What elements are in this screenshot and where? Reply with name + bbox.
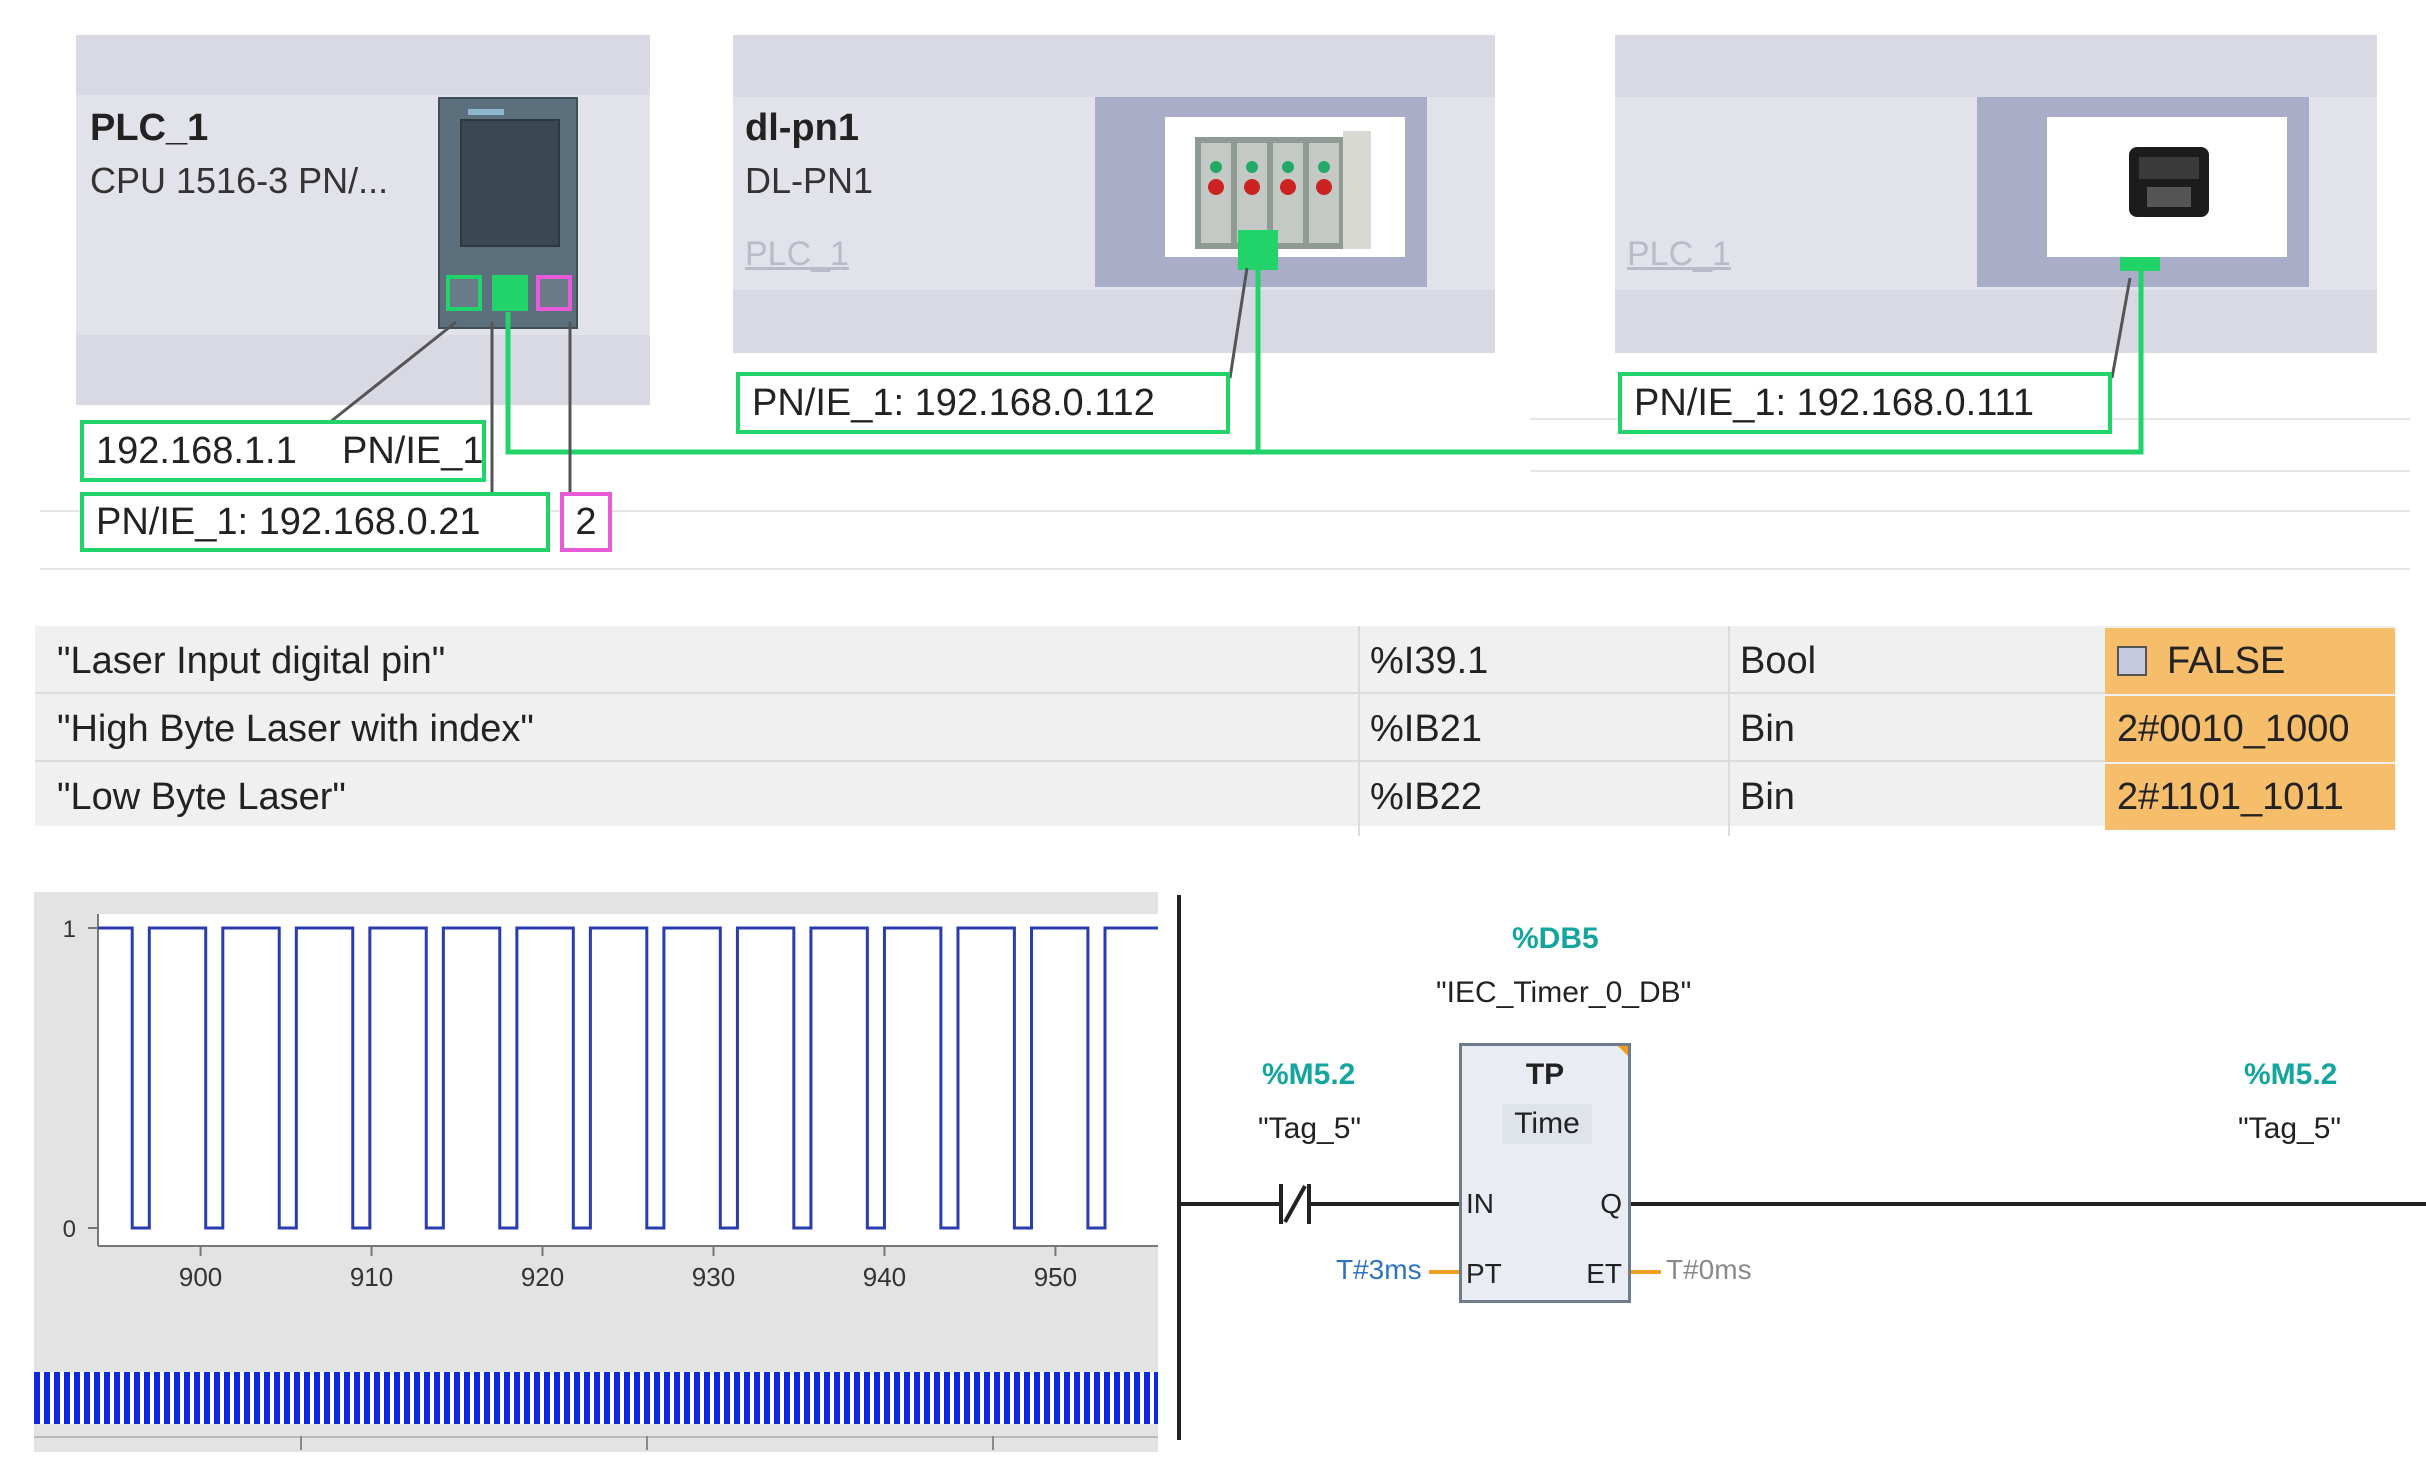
tag-address: %I39.1: [1370, 640, 1489, 682]
tag-address: %IB21: [1370, 708, 1482, 750]
device-type: CPU 1516-3 PN/...: [90, 160, 389, 201]
device-card-dlpn1[interactable]: dl-pn1 DL-PN1 PLC_1: [733, 35, 1495, 353]
pin-pt: PT: [1466, 1258, 1502, 1289]
device3-ip-label[interactable]: PN/IE_1: 192.168.0.111: [1618, 372, 2112, 434]
x-tick-label: 920: [521, 1262, 564, 1292]
tag-name: "Laser Input digital pin": [57, 640, 446, 682]
plc-ip-label-2[interactable]: PN/IE_1: 192.168.0.21: [80, 492, 550, 552]
table-row[interactable]: "Laser Input digital pin" %I39.1 Bool: [35, 628, 2395, 694]
coil-address: %M5.2: [2244, 1058, 2338, 1091]
dlpn1-ip-label[interactable]: PN/IE_1: 192.168.0.112: [736, 372, 1230, 434]
block-type: TP: [1525, 1058, 1565, 1091]
power-rail: [1177, 895, 1181, 1440]
pin-q: Q: [1600, 1188, 1622, 1219]
contact-nc-icon[interactable]: [1278, 1180, 1314, 1228]
tag-type: Bool: [1740, 640, 1817, 682]
tag-value[interactable]: 2#1101_1011: [2105, 764, 2395, 830]
device-owner-link[interactable]: PLC_1: [745, 235, 849, 273]
cpu-module-icon[interactable]: [438, 97, 578, 329]
pt-value[interactable]: T#3ms: [1336, 1254, 1422, 1285]
network-connections: [300, 264, 2144, 498]
plc-port3-label[interactable]: 2: [560, 492, 612, 552]
series-line: [98, 926, 1158, 1230]
sensor-image: [2047, 117, 2287, 257]
y-tick-label: 1: [63, 916, 76, 943]
plc-subnet-label[interactable]: PN/IE_1: [318, 420, 486, 482]
table-row[interactable]: "High Byte Laser with index" %IB21 Bin: [35, 696, 2395, 762]
coil-tag: "Tag_5": [2238, 1112, 2342, 1145]
coil-icon[interactable]: [2258, 1180, 2306, 1228]
tag-name: "High Byte Laser with index": [57, 708, 534, 750]
trace-chart[interactable]: 0 1 900 910 920 930 940 950: [34, 892, 1158, 1312]
checkbox-icon[interactable]: [2117, 646, 2147, 676]
db-address: %DB5: [1512, 922, 1599, 955]
x-tick-label: 950: [1034, 1262, 1077, 1292]
y-tick-label: 0: [63, 1216, 76, 1243]
pin-et: ET: [1586, 1258, 1622, 1289]
device-card-plc1[interactable]: PLC_1 CPU 1516-3 PN/...: [76, 35, 650, 405]
trace-overview-bar[interactable]: [34, 1372, 1158, 1424]
x-tick-label: 940: [863, 1262, 906, 1292]
tag-type: Bin: [1740, 776, 1795, 818]
contact-address: %M5.2: [1262, 1058, 1356, 1091]
tag-value[interactable]: FALSE: [2105, 628, 2395, 694]
tag-value[interactable]: 2#0010_1000: [2105, 696, 2395, 762]
device-card-3[interactable]: PLC_1: [1615, 35, 2377, 353]
port-x1-icon[interactable]: [446, 275, 482, 311]
device-type: DL-PN1: [745, 160, 874, 201]
plc-ip-label[interactable]: 192.168.1.1: [80, 420, 344, 482]
port-x2-icon[interactable]: [492, 275, 528, 311]
trace-panel: 0 1 900 910 920 930 940 950: [34, 892, 1158, 1452]
block-subtype[interactable]: Time: [1502, 1104, 1592, 1144]
tag-address: %IB22: [1370, 776, 1482, 818]
et-value: T#0ms: [1666, 1254, 1752, 1285]
db-name: "IEC_Timer_0_DB": [1436, 976, 1692, 1009]
tag-type: Bin: [1740, 708, 1795, 750]
x-tick-label: 900: [179, 1262, 222, 1292]
io-module-image: [1165, 117, 1405, 257]
table-row[interactable]: "Low Byte Laser" %IB22 Bin: [35, 764, 2395, 830]
contact-tag: "Tag_5": [1258, 1112, 1362, 1145]
timer-block[interactable]: TP Time IN Q PT ET: [1459, 1043, 1631, 1303]
device-owner-link[interactable]: PLC_1: [1627, 235, 1731, 273]
device-name: dl-pn1: [745, 107, 859, 149]
port-icon[interactable]: [1238, 230, 1278, 270]
ladder-wires: [1179, 1184, 2426, 1274]
device-name: PLC_1: [90, 107, 209, 149]
x-tick-label: 910: [350, 1262, 393, 1292]
x-tick-label: 930: [692, 1262, 735, 1292]
pin-in: IN: [1466, 1188, 1494, 1219]
tag-name: "Low Byte Laser": [57, 776, 346, 818]
port-x3-icon[interactable]: [536, 275, 572, 311]
